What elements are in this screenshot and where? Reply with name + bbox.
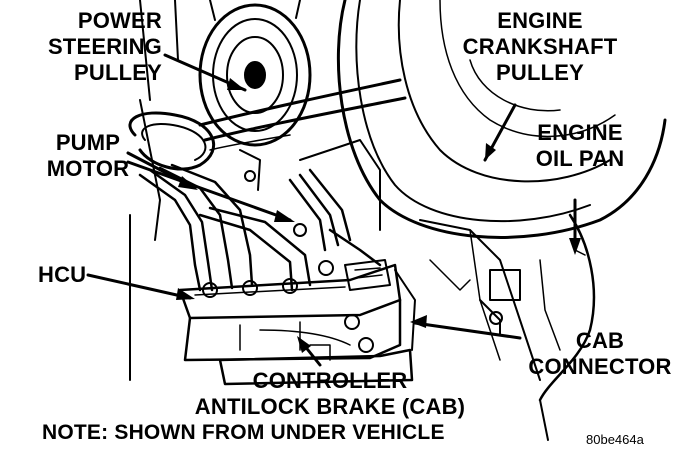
- engine-crankshaft-pulley-label-line1: ENGINE: [497, 8, 583, 33]
- hcu-label: HCU: [38, 262, 87, 287]
- power-steering-pulley-label-line1: POWER: [77, 8, 162, 33]
- cab-connector-leader: [413, 321, 522, 340]
- pump-motor-leader-lower: [126, 160, 292, 222]
- brake-line-loop-drawing: [128, 111, 216, 171]
- crankshaft-pulley-drawing: [336, 0, 667, 239]
- power-steering-pulley-drawing: [198, 0, 312, 147]
- pump-motor-arrowhead-upper: [178, 176, 198, 190]
- engine-crankshaft-pulley-label: ENGINE CRANKSHAFT PULLEY: [450, 8, 630, 86]
- hcu-arrowhead: [176, 288, 195, 300]
- engine-oil-pan-label: ENGINE OIL PAN: [520, 120, 640, 172]
- oil-pan-arrowhead: [569, 238, 581, 255]
- arrow-heads: [176, 78, 581, 353]
- engine-crankshaft-pulley-label-line3: PULLEY: [496, 60, 584, 85]
- cab-connector-label-line2: CONNECTOR: [528, 354, 672, 379]
- power-steering-pulley-label-line2: STEERING: [47, 34, 162, 59]
- figure-id: 80be464a: [586, 432, 644, 447]
- controller-label-line1: CONTROLLER: [252, 368, 408, 393]
- leader-arrows: [86, 53, 577, 367]
- controller-label: CONTROLLER ANTILOCK BRAKE (CAB): [180, 368, 480, 420]
- pump-motor-arrowhead-lower: [274, 210, 295, 222]
- controller-label-line2: ANTILOCK BRAKE (CAB): [194, 394, 466, 419]
- cab-module-drawing: [218, 269, 416, 386]
- cab-connector-label: CAB CONNECTOR: [520, 328, 680, 380]
- power-steering-pulley-label: POWER STEERING PULLEY: [40, 8, 162, 86]
- pump-motor-label-line1: PUMP: [55, 130, 121, 155]
- brake-tubes-drawing: [138, 163, 382, 292]
- cab-connector-arrowhead: [410, 315, 427, 328]
- hcu-block-drawing: [178, 223, 402, 362]
- engine-structure-drawing: [129, 0, 561, 381]
- power-steering-pulley-label-line3: PULLEY: [74, 60, 162, 85]
- crankshaft-pulley-arrowhead: [485, 143, 496, 160]
- pump-motor-label: PUMP MOTOR: [40, 130, 136, 182]
- engine-oil-pan-label-line1: ENGINE: [537, 120, 623, 145]
- engine-oil-pan-label-line2: OIL PAN: [535, 146, 625, 171]
- hcu-leader: [86, 273, 192, 300]
- cab-connector-label-line1: CAB: [575, 328, 625, 353]
- controller-arrowhead: [297, 336, 311, 353]
- note-label: NOTE: SHOWN FROM UNDER VEHICLE: [42, 421, 445, 444]
- power-steering-pulley-arrowhead: [227, 78, 245, 90]
- drive-belt-drawing: [198, 78, 407, 151]
- oil-pan-drawing: [538, 213, 596, 441]
- engine-crankshaft-pulley-label-line2: CRANKSHAFT: [462, 34, 618, 59]
- pump-motor-label-line2: MOTOR: [46, 156, 130, 181]
